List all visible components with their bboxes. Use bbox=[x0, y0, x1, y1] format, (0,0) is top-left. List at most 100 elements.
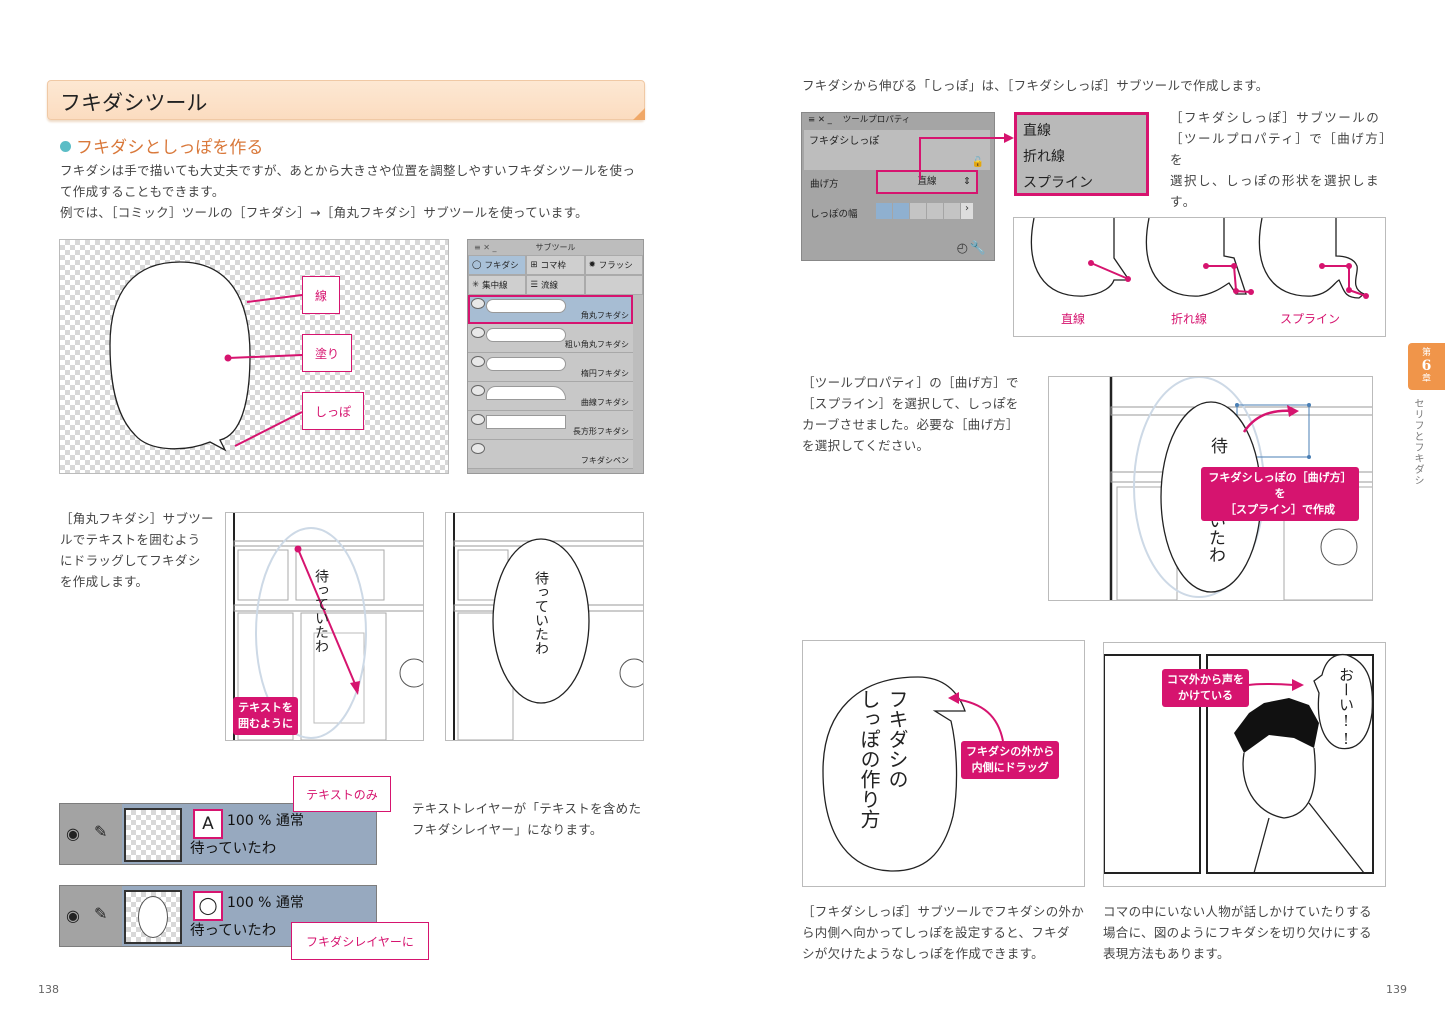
layer-name: 待っていたわ bbox=[190, 923, 277, 939]
speech-bubble-icon bbox=[471, 443, 485, 454]
callout-balloon-layer: フキダシレイヤーに bbox=[291, 922, 429, 960]
layer-thumbnail bbox=[124, 890, 182, 944]
manga-panel-spline: 待 いたわ フキダシしっぽの［曲げ方］を［スプライン］で作成 bbox=[1048, 376, 1373, 601]
window-lineart bbox=[233, 513, 423, 740]
chapter-tab[interactable]: 第 6 章 bbox=[1408, 343, 1445, 390]
select-arrow bbox=[919, 133, 1014, 180]
flash-icon: ✹ bbox=[588, 260, 596, 270]
bullet-dot-icon bbox=[60, 141, 71, 152]
panel-menu-icon[interactable]: ≡ ✕ _ bbox=[474, 243, 497, 252]
offpanel-voice-figure: おーい!! コマ外から声をかけている bbox=[1103, 642, 1386, 887]
frame-icon: ⊞ bbox=[530, 260, 538, 270]
subtool-item-ellipse-balloon[interactable]: 楕円フキダシ bbox=[468, 353, 633, 382]
example-label-polyline: 折れ線 bbox=[1171, 312, 1208, 326]
option-polyline[interactable]: 折れ線 bbox=[1023, 149, 1065, 165]
balloon-preview bbox=[486, 415, 566, 429]
subtool-item-balloon-pen[interactable]: フキダシペン bbox=[468, 440, 633, 469]
lock-icon[interactable]: 🔓 bbox=[971, 157, 984, 168]
balloon-anatomy-figure: 線 塗り しっぽ bbox=[59, 239, 449, 474]
wrench-icon[interactable]: 🔧 bbox=[969, 241, 986, 256]
option-straight[interactable]: 直線 bbox=[1023, 123, 1051, 139]
manga-text: 待っていたわ bbox=[533, 571, 549, 655]
offpanel-tag: コマ外から声をかけている bbox=[1162, 669, 1249, 707]
speech-bubble-icon bbox=[471, 385, 485, 396]
bend-options-list: 直線 折れ線 スプライン bbox=[1014, 112, 1149, 196]
subtool-item-rounded-balloon[interactable]: 角丸フキダシ bbox=[468, 295, 633, 324]
manga-panel-drag: 待っていたわ テキストを囲むように bbox=[225, 512, 424, 741]
subtool-item-curve-balloon[interactable]: 曲線フキダシ bbox=[468, 382, 633, 411]
section-title: フキダシツール bbox=[60, 91, 208, 115]
subtool-item-rect-balloon[interactable]: 長方形フキダシ bbox=[468, 411, 633, 440]
layer-row-text[interactable]: ◉ ✎ A 100 % 通常 待っていたわ bbox=[59, 803, 377, 865]
leader-tail bbox=[234, 411, 303, 447]
balloon-diagram-svg bbox=[109, 261, 303, 452]
polyline-tail-balloon bbox=[1145, 218, 1247, 297]
manga-panel-result: 待っていたわ bbox=[445, 512, 644, 741]
chevron-right-icon: › bbox=[961, 203, 973, 219]
offpanel-balloon bbox=[1313, 653, 1374, 750]
speech-bubble-icon bbox=[471, 356, 485, 367]
bend-select[interactable]: 直線⇕ bbox=[876, 170, 978, 194]
offpanel-caption: コマの中にいない人物が話しかけていたりする 場合に、図のようにフキダシを切り欠け… bbox=[1103, 904, 1372, 961]
offpanel-lineart bbox=[1104, 653, 1374, 874]
window-lineart bbox=[453, 513, 643, 740]
balloon-preview bbox=[486, 386, 566, 400]
tab-focus-lines[interactable]: ✳集中線 bbox=[468, 275, 527, 295]
balloon-layer-icon: ◯ bbox=[193, 891, 223, 921]
speech-bubble-icon: ◯ bbox=[472, 260, 482, 270]
tab-balloon[interactable]: ◯フキダシ bbox=[468, 255, 527, 275]
layer-caption: テキストレイヤーが「テキストを含めた フキダシレイヤー」になります。 bbox=[412, 801, 642, 837]
pen-icon[interactable]: ✎ bbox=[94, 904, 108, 923]
spline-tag: フキダシしっぽの［曲げ方］を［スプライン］で作成 bbox=[1201, 467, 1359, 521]
character-face bbox=[1242, 747, 1316, 819]
page-number-right: 139 bbox=[1386, 983, 1407, 996]
label-line: 線 bbox=[302, 276, 340, 314]
cut-balloon-figure: フキダシのしっぽの作り方 フキダシの外から内側にドラッグ bbox=[802, 640, 1085, 887]
intro-line: フキダシは手で描いても大丈夫ですが、あとから大きさや位置を調整しやすいフキダシツ… bbox=[60, 163, 636, 178]
text-layer-icon: A bbox=[193, 809, 223, 839]
layer-opacity-mode: 100 % 通常 bbox=[227, 813, 304, 829]
intro-paragraph: フキダシは手で描いても大丈夫ですが、あとから大きさや位置を調整しやすいフキダシツ… bbox=[60, 160, 650, 223]
label-tail: しっぽ bbox=[302, 392, 364, 430]
tab-flash[interactable]: ✹フラッシ bbox=[584, 255, 643, 275]
page-number-left: 138 bbox=[38, 983, 59, 996]
tool-property-header: ≡ ✕ _ ツールプロパティ bbox=[808, 115, 911, 125]
pen-icon[interactable]: ✎ bbox=[94, 822, 108, 841]
subtool-item-rough-balloon[interactable]: 粗い角丸フキダシ bbox=[468, 324, 633, 353]
character-hair bbox=[1234, 698, 1319, 753]
straight-tail-balloon bbox=[1030, 218, 1131, 297]
cut-balloon-text: フキダシのしっぽの作り方 bbox=[857, 689, 909, 829]
updown-icon: ⇕ bbox=[963, 176, 971, 187]
focus-lines-icon: ✳ bbox=[472, 280, 480, 290]
panel-menu-icon[interactable]: ≡ ✕ _ bbox=[808, 115, 835, 125]
page-fold-decoration bbox=[633, 108, 645, 120]
reset-icon[interactable]: ◴ bbox=[956, 241, 968, 256]
layer-opacity-mode: 100 % 通常 bbox=[227, 895, 304, 911]
tool-property-panel: ≡ ✕ _ ツールプロパティ フキダシしっぽ🔓 曲げ方 直線⇕ しっぽの幅 › … bbox=[801, 112, 995, 261]
layer-thumbnail bbox=[124, 808, 182, 862]
layer-row-balloon[interactable]: ◉ ✎ ◯ 100 % 通常 待っていたわ bbox=[59, 885, 377, 947]
spline-caption: ［ツールプロパティ］の［曲げ方］で ［スプライン］を選択して、しっぽを カーブさ… bbox=[802, 375, 1019, 453]
tab-speed-lines[interactable]: ☰流線 bbox=[526, 275, 585, 295]
tail-width-label: しっぽの幅 bbox=[810, 209, 858, 220]
speed-lines-icon: ☰ bbox=[530, 280, 538, 290]
drag-tag: テキストを囲むように bbox=[233, 697, 298, 735]
tail-intro: フキダシから伸びる「しっぽ」は、［フキダシしっぽ］サブツールで作成します。 bbox=[802, 78, 1269, 93]
eye-icon[interactable]: ◉ bbox=[66, 906, 80, 925]
spline-manga-char: 待 bbox=[1207, 437, 1227, 454]
eye-icon[interactable]: ◉ bbox=[66, 824, 80, 843]
drag-arrow bbox=[297, 548, 359, 692]
intro-line: て作成することもできます。 bbox=[60, 184, 225, 199]
speech-bubble-icon bbox=[471, 414, 485, 425]
balloon-shape bbox=[109, 261, 251, 452]
option-spline[interactable]: スプライン bbox=[1023, 175, 1093, 191]
manga-text: 待っていたわ bbox=[313, 569, 329, 653]
cut-balloon bbox=[822, 676, 966, 872]
tab-frame[interactable]: ⊞コマ枠 bbox=[526, 255, 585, 275]
subheading: フキダシとしっぽを作る bbox=[60, 133, 263, 158]
bend-caption: ［フキダシしっぽ］サブツールの ［ツールプロパティ］で［曲げ方］を 選択し、しっ… bbox=[1170, 110, 1388, 209]
tail-examples-figure: 直線 折れ線 スプライン bbox=[1013, 217, 1386, 337]
intro-line: 例では、［コミック］ツールの［フキダシ］→［角丸フキダシ］サブツールを使っていま… bbox=[60, 205, 588, 220]
chapter-name: セリフとフキダシ bbox=[1412, 398, 1423, 486]
tail-width-slider[interactable]: › bbox=[876, 203, 973, 219]
